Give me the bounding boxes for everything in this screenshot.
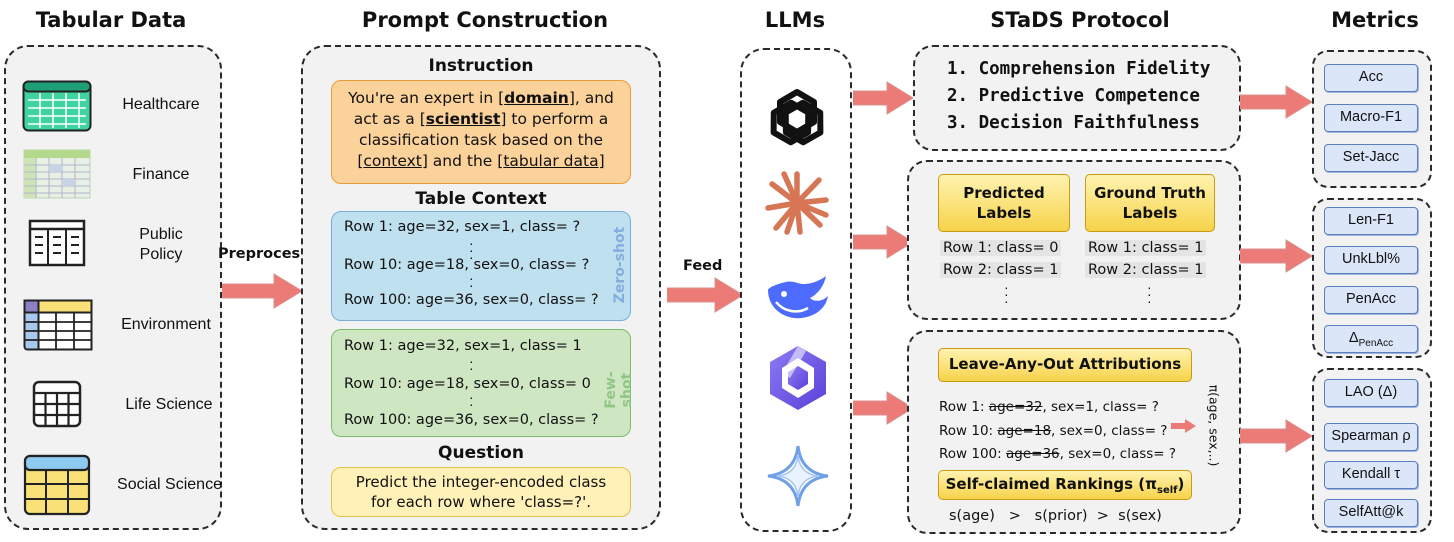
instruction-box: You're an expert in [domain], and act as… (331, 80, 631, 184)
few-shot-box: Row 1: age=32, sex=1, class= 1 ·· Row 10… (331, 329, 635, 437)
truth-row-2: Row 2: class= 1 (1085, 262, 1207, 278)
metrics-title: Metrics (1331, 8, 1419, 32)
instruction-line-3: classification task based on the (358, 131, 604, 149)
preprocess-arrow (222, 273, 303, 309)
metric-penacc: PenAcc (1324, 286, 1418, 314)
step-decision-faithfulness: 3. Decision Faithfulness (947, 113, 1200, 133)
domain-label-public-policy: Public Policy (139, 226, 183, 263)
deepseek-logo-icon (768, 276, 828, 319)
stads-protocol-title: STaDS Protocol (990, 8, 1170, 32)
ranking-text: s(age) > s(prior) > s(sex) (949, 508, 1162, 524)
few-shot-row-100: Row 100: age=36, sex=0, class= ? (344, 412, 599, 428)
arrow-to-metrics-1 (1240, 85, 1313, 119)
finance-table-icon (23, 149, 91, 199)
lao-title-box: Leave-Any-Out Attributions (938, 348, 1192, 382)
lao-small-arrow (1171, 419, 1196, 433)
domain-label-social-science: Social Science (117, 476, 222, 493)
lao-row-1: Row 1: age=32, sex=1, class= ? (939, 399, 1159, 415)
pi-attribution-label: π(age, sex,..) (1206, 384, 1222, 467)
few-shot-row-1: Row 1: age=32, sex=1, class= 1 (344, 338, 582, 354)
claude-logo-icon (765, 171, 829, 235)
metric-lao-delta: LAO (Δ) (1324, 379, 1418, 407)
arrow-to-comprehension (853, 81, 914, 115)
instruction-title: Instruction (428, 56, 534, 76)
predictive-competence-panel: Predicted Labels Ground Truth Labels Row… (907, 160, 1241, 320)
openai-logo-icon (770, 89, 824, 146)
llms-title: LLMs (764, 8, 826, 32)
metric-spearman: Spearman ρ (1324, 423, 1418, 451)
tabular-data-panel: Healthcare Finance Public Policy (4, 45, 222, 530)
life-science-table-icon (32, 380, 82, 428)
qwen-logo-icon (770, 346, 826, 410)
predicted-labels-box: Predicted Labels (938, 174, 1070, 232)
metric-kendall: Kendall τ (1324, 461, 1418, 489)
few-shot-ellipsis: ·· (469, 353, 474, 376)
zero-shot-ellipsis-2: ·· (469, 270, 474, 293)
metric-selfatt: SelfAtt@k (1324, 499, 1418, 527)
metrics-group-3: LAO (Δ) Spearman ρ Kendall τ SelfAtt@k (1312, 368, 1432, 533)
predicted-row-1: Row 1: class= 0 (940, 240, 1062, 256)
arrow-to-faithfulness (853, 391, 914, 425)
few-shot-ellipsis-2: ·· (469, 389, 474, 412)
arrow-to-metrics-3 (1240, 419, 1313, 453)
zero-shot-label: Zero-shot (612, 226, 628, 304)
environment-table-icon (23, 299, 93, 351)
table-context-title: Table Context (415, 189, 547, 209)
metrics-group-2: Len-F1 UnkLbl% PenAcc ΔPenAcc (1312, 198, 1432, 358)
step-predictive-competence: 2. Predictive Competence (947, 86, 1200, 106)
arrow-to-predictive (853, 225, 914, 259)
question-title: Question (438, 443, 524, 463)
feed-arrow (667, 277, 744, 313)
instruction-line-2: act as a [scientist] to perform a (353, 110, 609, 128)
llms-panel (740, 48, 852, 532)
arrow-to-metrics-2 (1240, 239, 1313, 273)
zero-shot-ellipsis: ··· (469, 235, 474, 265)
feed-label: Feed (683, 258, 723, 274)
metric-acc: Acc (1324, 64, 1418, 92)
ground-truth-labels-box: Ground Truth Labels (1085, 174, 1215, 232)
zero-shot-row-1: Row 1: age=32, sex=1, class= ? (344, 219, 581, 235)
lao-row-10: Row 10: age=18, sex=0, class= ? (939, 423, 1168, 439)
decision-faithfulness-panel: Leave-Any-Out Attributions Row 1: age=32… (907, 330, 1241, 534)
predicted-row-2: Row 2: class= 1 (940, 262, 1062, 278)
zero-shot-row-10: Row 10: age=18, sex=0, class= ? (344, 257, 590, 273)
few-shot-row-10: Row 10: age=18, sex=0, class= 0 (344, 376, 591, 392)
metric-delta-penacc: ΔPenAcc (1324, 325, 1418, 353)
instruction-line-4: [context] and the [tabular data] (357, 152, 605, 170)
policy-table-icon (28, 219, 86, 267)
healthcare-table-icon (22, 80, 92, 132)
prompt-construction-title: Prompt Construction (361, 8, 609, 32)
predicted-ellipsis: ··· (1004, 279, 1009, 309)
social-science-table-icon (23, 454, 91, 516)
metric-unklbl: UnkLbl% (1324, 246, 1418, 274)
zero-shot-row-100: Row 100: age=36, sex=0, class= ? (344, 292, 599, 308)
domain-label-environment: Environment (121, 316, 211, 333)
prompt-construction-panel: Instruction You're an expert in [domain]… (301, 45, 661, 530)
self-claimed-rankings-box: Self-claimed Rankings (πself) (938, 470, 1192, 500)
truth-ellipsis: ··· (1147, 279, 1152, 309)
preprocess-label: Preprocess (218, 246, 309, 262)
domain-label-healthcare: Healthcare (122, 96, 200, 113)
metric-len-f1: Len-F1 (1324, 207, 1418, 235)
question-box: Predict the integer-encoded class for ea… (331, 467, 631, 517)
gemini-logo-icon (767, 445, 829, 507)
protocol-steps-panel: 1. Comprehension Fidelity 2. Predictive … (913, 45, 1241, 151)
domain-label-life-science: Life Science (125, 396, 213, 413)
tabular-data-title: Tabular Data (35, 8, 187, 32)
metrics-group-1: Acc Macro-F1 Set-Jacc (1312, 50, 1432, 188)
few-shot-label: Few-shot (603, 371, 635, 409)
metric-macro-f1: Macro-F1 (1324, 104, 1418, 132)
domain-label-finance: Finance (132, 166, 190, 183)
step-comprehension-fidelity: 1. Comprehension Fidelity (947, 59, 1211, 79)
zero-shot-box: Row 1: age=32, sex=1, class= ? ··· Row 1… (331, 211, 631, 321)
lao-row-100: Row 100: age=36, sex=0, class= ? (939, 446, 1177, 462)
truth-row-1: Row 1: class= 1 (1085, 240, 1207, 256)
metric-set-jacc: Set-Jacc (1324, 144, 1418, 172)
question-line-2: for each row where 'class=?'. (370, 493, 591, 511)
instruction-line-1: You're an expert in [domain], and (348, 89, 614, 107)
question-line-1: Predict the integer-encoded class (355, 473, 607, 491)
